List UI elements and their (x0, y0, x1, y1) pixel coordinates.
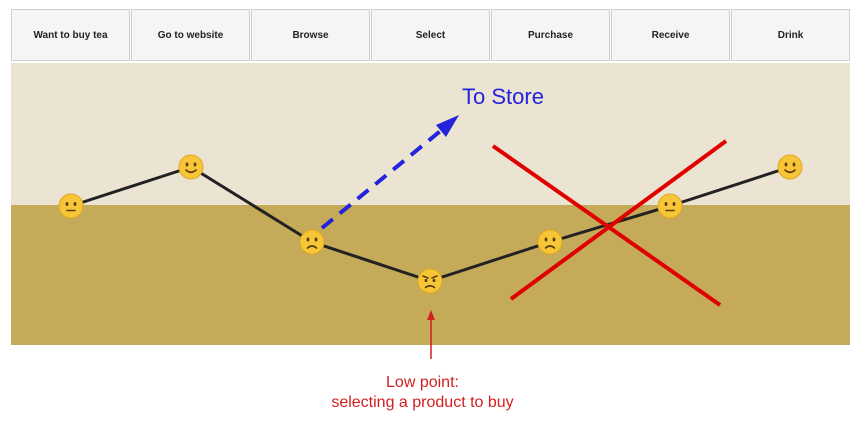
cross-stroke-1 (491, 144, 722, 307)
sad-face-icon (537, 229, 563, 255)
store-arrow-line (320, 126, 446, 230)
low-point-title: Low point: (386, 374, 459, 391)
to-store-label: To Store (462, 84, 544, 109)
happy-face-icon (777, 154, 803, 180)
cross-stroke-2 (509, 139, 728, 301)
happy-face-icon (178, 154, 204, 180)
journey-stages: Want to buy tea Go to website Browse Sel… (11, 9, 850, 63)
neutral-face-icon (58, 193, 84, 219)
stage-label: Select (415, 29, 446, 41)
stage-label: Want to buy tea (33, 29, 108, 41)
stage-label: Browse (292, 29, 329, 41)
sad-face-icon (299, 229, 325, 255)
stage-label: Drink (777, 29, 804, 41)
stage-browse: Browse (251, 9, 370, 61)
low-point-description: selecting a product to buy (331, 394, 514, 411)
stage-label: Purchase (527, 29, 574, 41)
store-arrow-head (436, 115, 459, 137)
stage-purchase: Purchase (491, 9, 610, 61)
stage-receive: Receive (611, 9, 730, 61)
angry-face-icon (417, 268, 443, 294)
low-point-arrow-head (427, 310, 435, 320)
stage-select: Select (371, 9, 490, 61)
stage-go-to-website: Go to website (131, 9, 250, 61)
stage-label: Go to website (157, 29, 224, 41)
stage-label: Receive (651, 29, 690, 41)
stage-drink: Drink (731, 9, 850, 61)
low-point-note: Low point: selecting a product to buy (300, 373, 545, 413)
stage-want-to-buy-tea: Want to buy tea (11, 9, 130, 61)
journey-line (70, 165, 791, 283)
neutral-face-icon (657, 193, 683, 219)
